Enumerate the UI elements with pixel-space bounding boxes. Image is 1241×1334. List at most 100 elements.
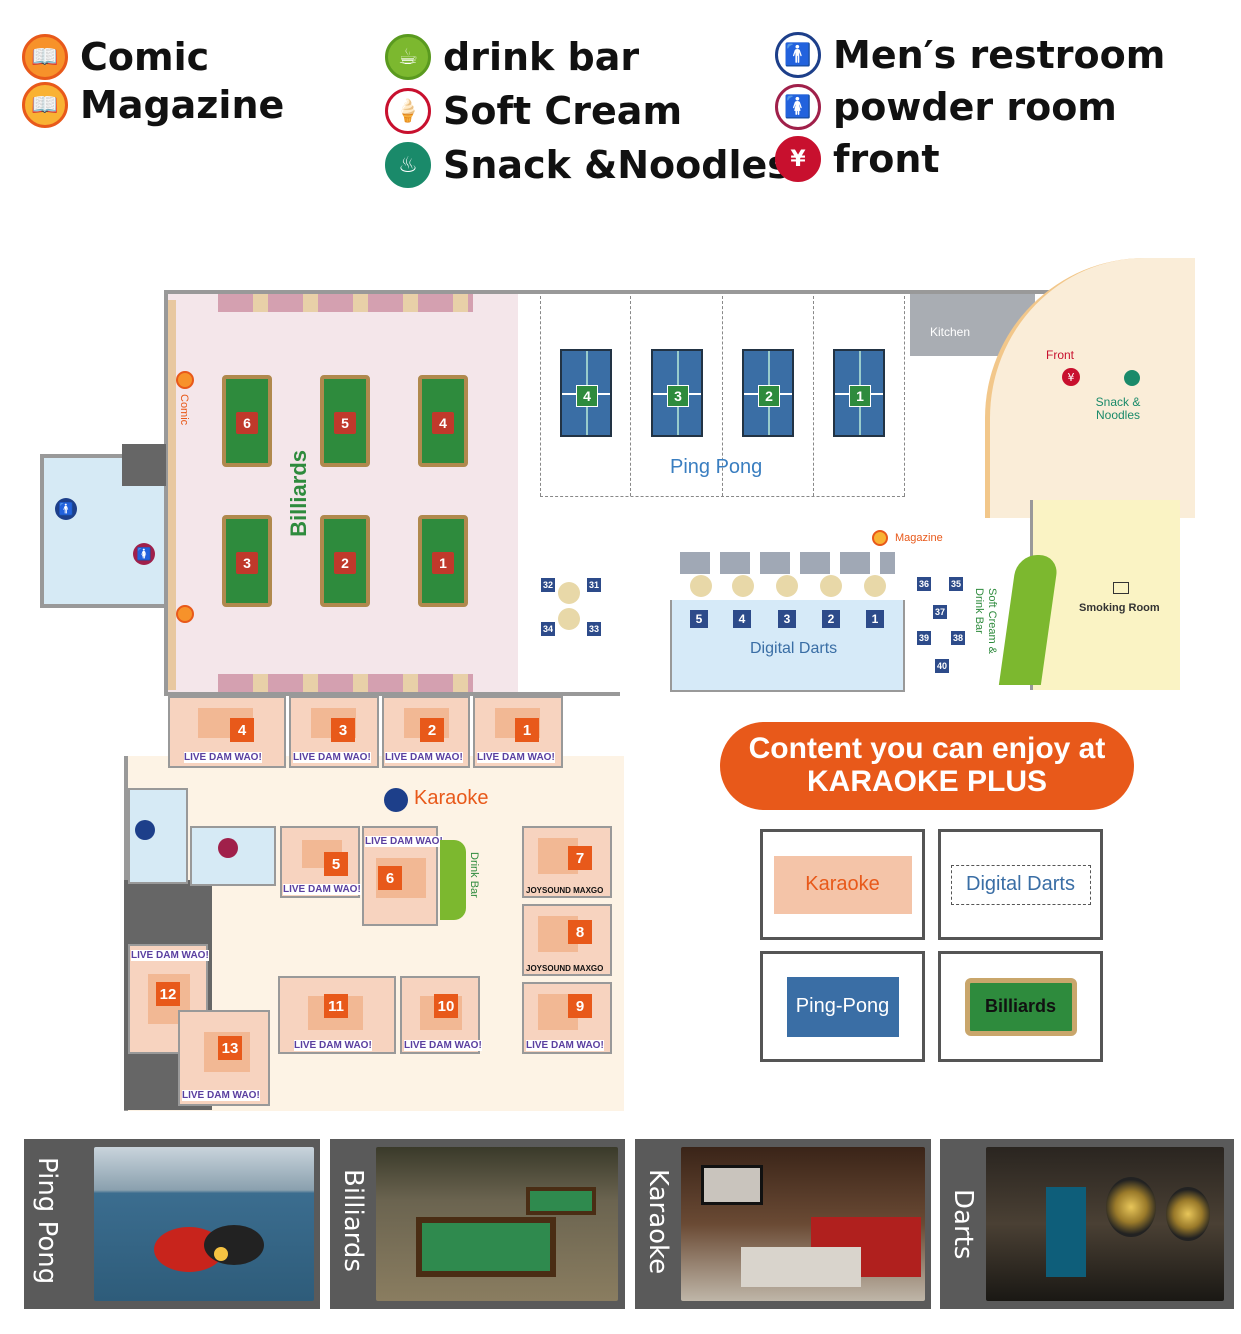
yen-icon: ¥ — [775, 136, 821, 182]
pillar — [122, 444, 166, 486]
live-dam-label: LIVE DAM WAO! — [526, 1040, 604, 1051]
content-card-ping-pong[interactable]: Ping-Pong — [760, 951, 925, 1062]
photo-billiards-label: Billiards — [338, 1169, 368, 1272]
comic-shelf — [168, 300, 176, 690]
legend-comic: 📖 Comic — [22, 34, 209, 80]
room-number: 4 — [230, 718, 254, 742]
legend-snack-noodles: ♨ Snack &Noodles — [385, 142, 790, 188]
legend-drink-bar-label: drink bar — [443, 35, 640, 79]
content-karaoke-label: Karaoke — [805, 873, 880, 895]
ping-pong-zone-label: Ping Pong — [670, 456, 763, 478]
stool — [864, 575, 886, 597]
dart-machine-number: 3 — [778, 610, 796, 628]
billiards-bench-top — [218, 294, 473, 312]
photo-darts — [986, 1147, 1224, 1301]
stool — [690, 575, 712, 597]
karaoke-room-3[interactable]: 3 LIVE DAM WAO! — [289, 696, 379, 768]
seat-number: 32 — [540, 577, 556, 593]
magazine-label: Magazine — [895, 532, 943, 544]
female-restroom-icon — [218, 838, 238, 858]
legend-mens-restroom-label: Men′s restroom — [833, 33, 1166, 77]
legend-snack-noodles-label: Snack &Noodles — [443, 143, 790, 187]
photo-ping-pong — [94, 1147, 314, 1301]
karaoke-room-9[interactable]: 9 LIVE DAM WAO! — [522, 982, 612, 1054]
stool — [776, 575, 798, 597]
round-table — [558, 582, 580, 604]
dart-machine-number: 2 — [822, 610, 840, 628]
seat-number: 39 — [916, 630, 932, 646]
joysound-label: JOYSOUND MAXGO — [526, 886, 604, 895]
content-billiards-label: Billiards — [984, 996, 1057, 1016]
snack-noodles-label: Snack & Noodles — [1095, 395, 1141, 422]
content-digital-darts-label: Digital Darts — [966, 873, 1075, 895]
magazine-book-icon: 📖 — [22, 82, 68, 128]
room-number: 1 — [515, 718, 539, 742]
joysound-label: JOYSOUND MAXGO — [526, 964, 604, 973]
billiard-table-4: 4 — [418, 375, 468, 467]
content-card-karaoke[interactable]: Karaoke — [760, 829, 925, 940]
seat-number: 33 — [586, 621, 602, 637]
karaoke-room-4[interactable]: 4 LIVE DAM WAO! — [168, 696, 286, 768]
seat-number: 40 — [934, 658, 950, 674]
live-dam-label: LIVE DAM WAO! — [293, 752, 371, 763]
karaoke-room-11[interactable]: 11 LIVE DAM WAO! — [278, 976, 396, 1054]
billiard-table-number: 5 — [334, 412, 356, 434]
ping-pong-area — [540, 296, 905, 496]
karaoke-room-8[interactable]: 8 JOYSOUND MAXGO — [522, 904, 612, 976]
comic-book-icon — [176, 605, 194, 623]
magazine-book-icon — [872, 530, 888, 546]
photo-card-ping-pong[interactable]: Ping Pong — [24, 1139, 320, 1309]
soft-cream-icon: 🍦 — [385, 88, 431, 134]
billiard-table-5: 5 — [320, 375, 370, 467]
wall — [164, 692, 620, 696]
billiards-bench-bottom — [218, 674, 473, 692]
photo-card-karaoke[interactable]: Karaoke — [635, 1139, 931, 1309]
kitchen-label: Kitchen — [930, 325, 971, 339]
dart-machine-number: 5 — [690, 610, 708, 628]
pp-divider — [813, 296, 814, 496]
room-number: 13 — [218, 1036, 242, 1060]
stool — [820, 575, 842, 597]
room-number: 3 — [331, 718, 355, 742]
comic-book-icon: 📖 — [22, 34, 68, 80]
karaoke-room-5[interactable]: 5 LIVE DAM WAO! — [280, 826, 361, 898]
dart-machine-number: 1 — [866, 610, 884, 628]
ping-pong-table-1: 1 — [833, 349, 885, 437]
content-title-banner: Content you can enjoy at KARAOKE PLUS — [720, 722, 1134, 810]
legend-soft-cream: 🍦 Soft Cream — [385, 88, 682, 134]
restroom-block-west — [40, 454, 168, 608]
photo-ping-pong-label: Ping Pong — [32, 1157, 62, 1285]
seat-number: 31 — [586, 577, 602, 593]
seat-number: 37 — [932, 604, 948, 620]
legend-powder-room-label: powder room — [833, 85, 1117, 129]
soft-cream-drink-label: Soft Cream & Drink Bar — [973, 588, 998, 655]
content-card-billiards[interactable]: Billiards — [938, 951, 1103, 1062]
pp-divider — [630, 296, 631, 496]
legend-magazine-label: Magazine — [80, 83, 285, 127]
billiard-table-1: 1 — [418, 515, 468, 607]
room-number: 5 — [324, 852, 348, 876]
photo-karaoke — [681, 1147, 925, 1301]
pp-table-number: 3 — [667, 385, 689, 407]
room-number: 9 — [568, 994, 592, 1018]
room-number: 7 — [568, 846, 592, 870]
billiards-area — [168, 294, 518, 692]
photo-card-darts[interactable]: Darts — [940, 1139, 1234, 1309]
karaoke-room-2[interactable]: 2 LIVE DAM WAO! — [382, 696, 470, 768]
male-restroom-icon: 🚹 — [55, 498, 77, 520]
photo-card-billiards[interactable]: Billiards — [330, 1139, 625, 1309]
drink-bar-label: Drink Bar — [468, 852, 480, 898]
live-dam-label: LIVE DAM WAO! — [404, 1040, 482, 1051]
live-dam-label: LIVE DAM WAO! — [283, 884, 361, 895]
karaoke-room-6[interactable]: LIVE DAM WAO! 6 — [362, 826, 443, 926]
karaoke-room-10[interactable]: 10 LIVE DAM WAO! — [400, 976, 482, 1054]
karaoke-room-7[interactable]: 7 JOYSOUND MAXGO — [522, 826, 612, 898]
pp-table-number: 4 — [576, 385, 598, 407]
karaoke-room-1[interactable]: 1 LIVE DAM WAO! — [473, 696, 563, 768]
billiard-table-number: 6 — [236, 412, 258, 434]
content-card-digital-darts[interactable]: Digital Darts — [938, 829, 1103, 940]
legend-front-label: front — [833, 137, 940, 181]
live-dam-label: LIVE DAM WAO! — [365, 836, 443, 847]
karaoke-room-13[interactable]: 13 LIVE DAM WAO! — [178, 1010, 270, 1106]
smoking-room-label: Smoking Room — [1079, 602, 1160, 614]
